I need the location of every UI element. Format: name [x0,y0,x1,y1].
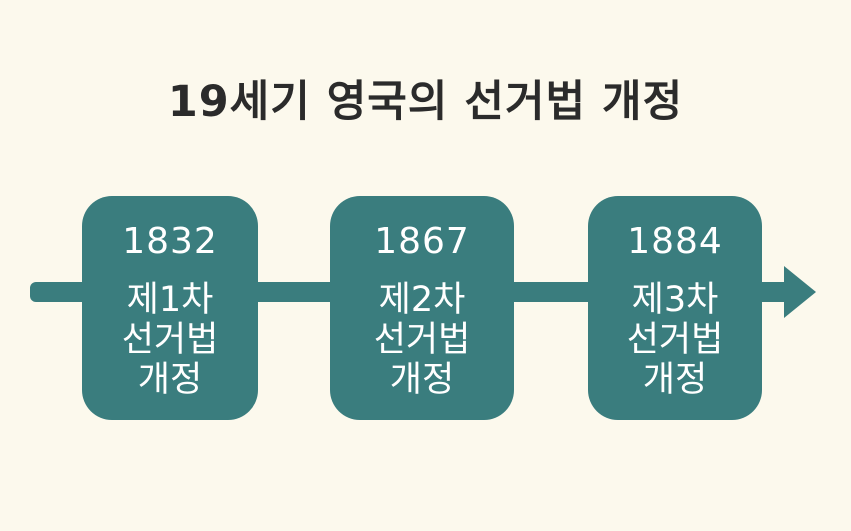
event-label: 제2차 선거법 개정 [373,280,471,400]
event-card-1832: 1832 제1차 선거법 개정 [82,196,258,420]
event-year: 1884 [627,221,723,262]
event-card-1884: 1884 제3차 선거법 개정 [588,196,762,420]
timeline-arrow-icon [784,266,816,318]
event-card-1867: 1867 제2차 선거법 개정 [330,196,514,420]
event-year: 1867 [374,221,470,262]
page-title: 19세기 영국의 선거법 개정 [167,77,684,127]
event-year: 1832 [122,221,218,262]
event-label: 제1차 선거법 개정 [121,280,219,400]
event-label: 제3차 선거법 개정 [626,280,724,400]
